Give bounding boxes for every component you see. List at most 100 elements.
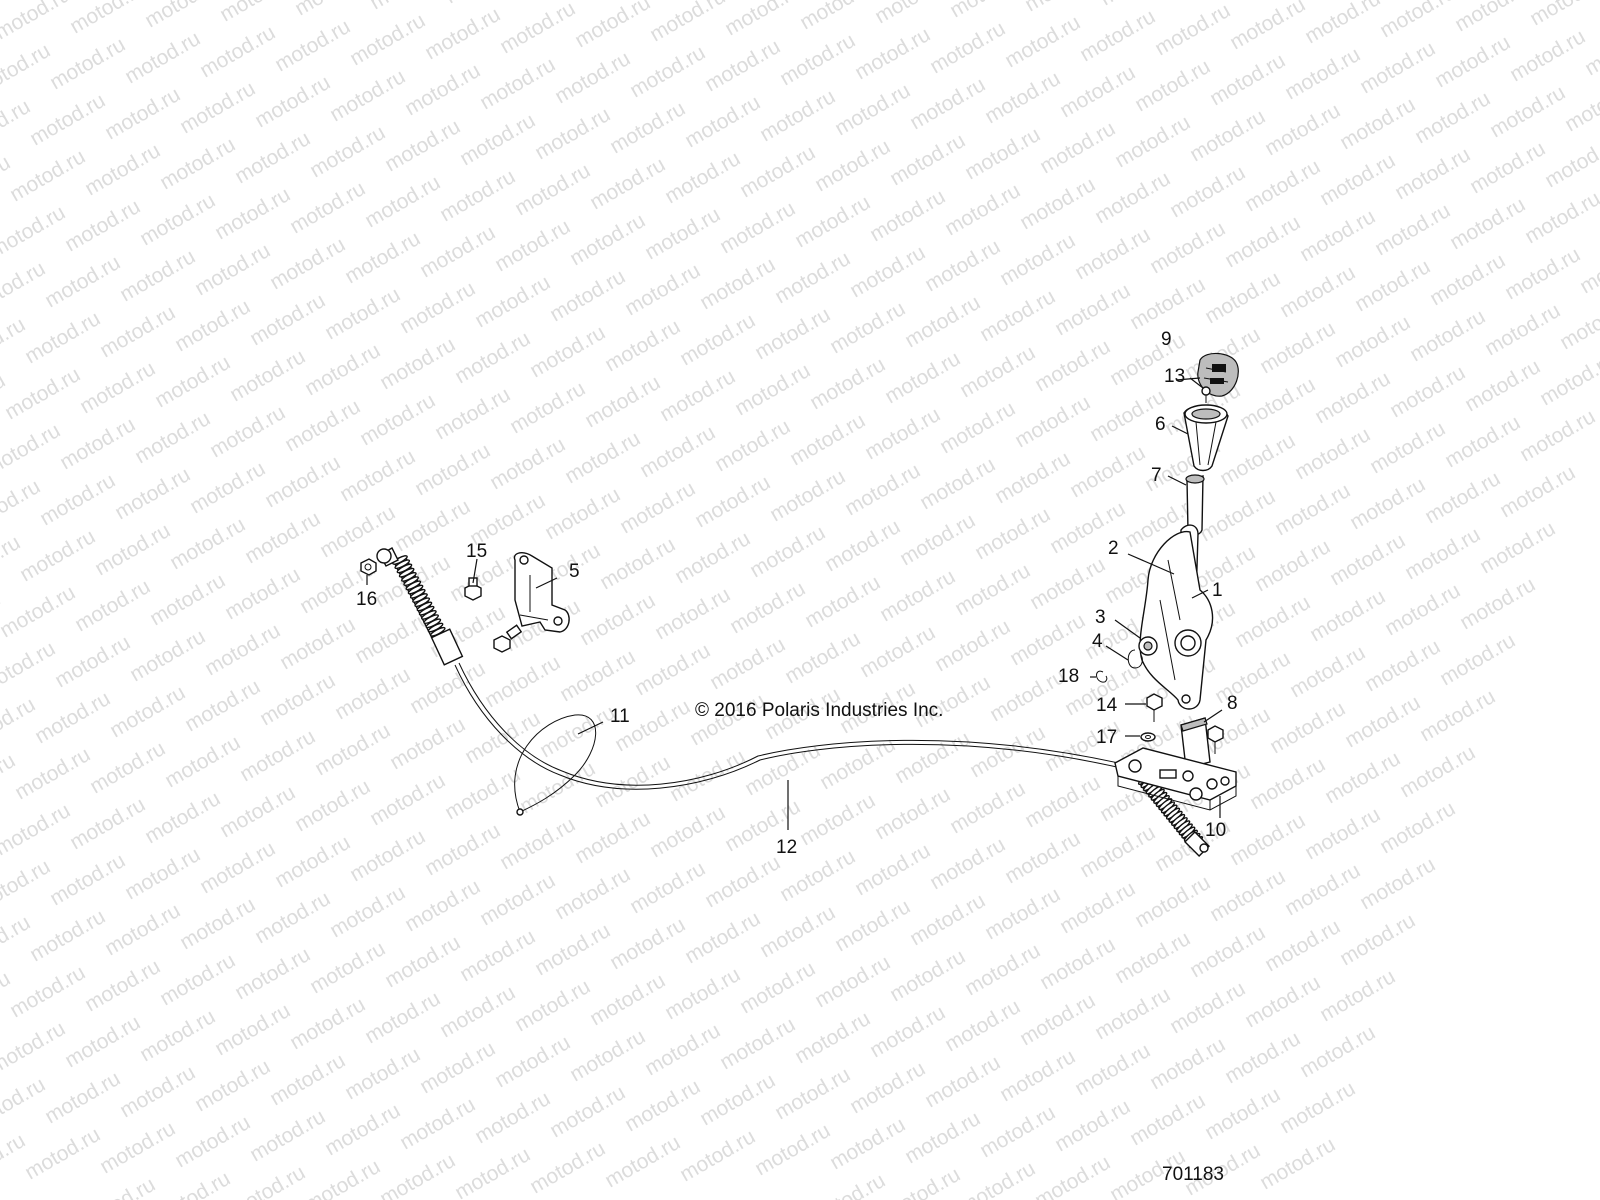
watermark-text: motod.ru [121, 843, 204, 904]
watermark-text: motod.ru [756, 85, 839, 146]
watermark-text: motod.ru [941, 995, 1024, 1056]
snap-ring [1127, 649, 1143, 669]
watermark-text: motod.ru [511, 975, 594, 1036]
watermark-text: motod.ru [1201, 267, 1284, 328]
watermark-text: motod.ru [771, 1063, 854, 1124]
watermark-text: motod.ru [551, 863, 634, 924]
watermark-text: motod.ru [1521, 187, 1600, 248]
watermark-text: motod.ru [1281, 43, 1364, 104]
watermark-text: motod.ru [331, 663, 414, 724]
watermark-text: motod.ru [61, 195, 144, 256]
shift-knob-cap [1197, 352, 1239, 397]
watermark-text: motod.ru [356, 389, 439, 450]
watermark-text: motod.ru [226, 1161, 309, 1200]
watermark-text: motod.ru [0, 419, 64, 480]
watermark-text: motod.ru [96, 301, 179, 362]
watermark-text: motod.ru [266, 1049, 349, 1110]
watermark-text: motod.ru [946, 777, 1029, 838]
watermark-text: motod.ru [246, 1105, 329, 1166]
watermark-text: motod.ru [366, 769, 449, 830]
watermark-text: motod.ru [1066, 441, 1149, 502]
watermark-text: motod.ru [1056, 61, 1139, 122]
watermark-text: motod.ru [526, 1137, 609, 1198]
watermark-text: motod.ru [411, 439, 494, 500]
watermark-text: motod.ru [401, 875, 484, 936]
pivot-bushing [1138, 636, 1158, 656]
watermark-text: motod.ru [916, 453, 999, 514]
watermark-text: motod.ru [0, 531, 24, 592]
watermark-text: motod.ru [896, 509, 979, 570]
watermark-text: motod.ru [146, 569, 229, 630]
watermark-text: motod.ru [1241, 155, 1324, 216]
watermark-text: motod.ru [531, 919, 614, 980]
watermark-text: motod.ru [266, 233, 349, 294]
watermark-text: motod.ru [661, 963, 744, 1024]
watermark-text: motod.ru [136, 1005, 219, 1066]
watermark-text: motod.ru [51, 631, 134, 692]
watermark-text: motod.ru [1071, 223, 1154, 284]
watermark-text: motod.ru [1231, 591, 1314, 652]
watermark-text: motod.ru [1051, 1095, 1134, 1156]
watermark-text: motod.ru [456, 109, 539, 170]
watermark-text: motod.ru [626, 41, 709, 102]
watermark-text: motod.ru [151, 351, 234, 412]
watermark-text: motod.ru [326, 65, 409, 126]
figure-number: 701183 [1162, 1164, 1224, 1185]
watermark-text: motod.ru [621, 1075, 704, 1136]
watermark-text: motod.ru [1166, 977, 1249, 1038]
watermark-text: motod.ru [0, 799, 74, 860]
watermark-text: motod.ru [876, 565, 959, 626]
watermark-text: motod.ru [586, 153, 669, 214]
watermark-text: motod.ru [866, 185, 949, 246]
watermark-text: motod.ru [636, 421, 719, 482]
watermark-text: motod.ru [1421, 467, 1504, 528]
watermark-text: motod.ru [1056, 877, 1139, 938]
watermark-text: motod.ru [276, 613, 359, 674]
watermark-text: motod.ru [1146, 1033, 1229, 1094]
watermark-text: motod.ru [606, 913, 689, 974]
watermark-text: motod.ru [781, 627, 864, 688]
watermark-text: motod.ru [206, 401, 289, 462]
watermark-text: motod.ru [1221, 211, 1304, 272]
watermark-text: motod.ru [211, 183, 294, 244]
watermark-text: motod.ru [726, 577, 809, 638]
watermark-text: motod.ru [231, 943, 314, 1004]
watermark-text: motod.ru [701, 851, 784, 912]
watermark-text: motod.ru [561, 427, 644, 488]
watermark-text: motod.ru [951, 559, 1034, 620]
watermark-text: motod.ru [0, 95, 34, 156]
watermark-text: motod.ru [251, 887, 334, 948]
watermark-text: motod.ru [1206, 865, 1289, 926]
watermark-text: motod.ru [1426, 249, 1509, 310]
knob-screw [1201, 386, 1211, 403]
watermark-text: motod.ru [961, 939, 1044, 1000]
watermark-text: motod.ru [116, 1061, 199, 1122]
watermark-text: motod.ru [0, 1017, 69, 1078]
watermark-text: motod.ru [81, 139, 164, 200]
watermark-text: motod.ru [821, 515, 904, 576]
shift-knob [1183, 404, 1229, 472]
watermark-text: motod.ru [1301, 803, 1384, 864]
watermark-text: motod.ru [796, 789, 879, 850]
callout-10: 10 [1205, 820, 1226, 841]
watermark-text: motod.ru [1581, 19, 1600, 80]
watermark-text: motod.ru [421, 3, 504, 64]
watermark-text: motod.ru [1286, 641, 1369, 702]
watermark-text: motod.ru [1091, 167, 1174, 228]
watermark-text: motod.ru [346, 9, 429, 70]
watermark-text: motod.ru [286, 177, 369, 238]
bolt-lower [493, 624, 523, 653]
shift-lever-plate [1139, 530, 1214, 710]
watermark-text: motod.ru [926, 17, 1009, 78]
watermark-text: motod.ru [1166, 161, 1249, 222]
watermark-text: motod.ru [871, 0, 954, 28]
watermark-text: motod.ru [1216, 429, 1299, 490]
watermark-text: motod.ru [0, 911, 34, 972]
watermark-text: motod.ru [291, 0, 374, 20]
watermark-text: motod.ru [656, 365, 739, 426]
watermark-text: motod.ru [21, 307, 104, 368]
watermark-text: motod.ru [606, 97, 689, 158]
watermark-text: motod.ru [381, 115, 464, 176]
watermark-text: motod.ru [1411, 87, 1494, 148]
watermark-text: motod.ru [176, 77, 259, 138]
